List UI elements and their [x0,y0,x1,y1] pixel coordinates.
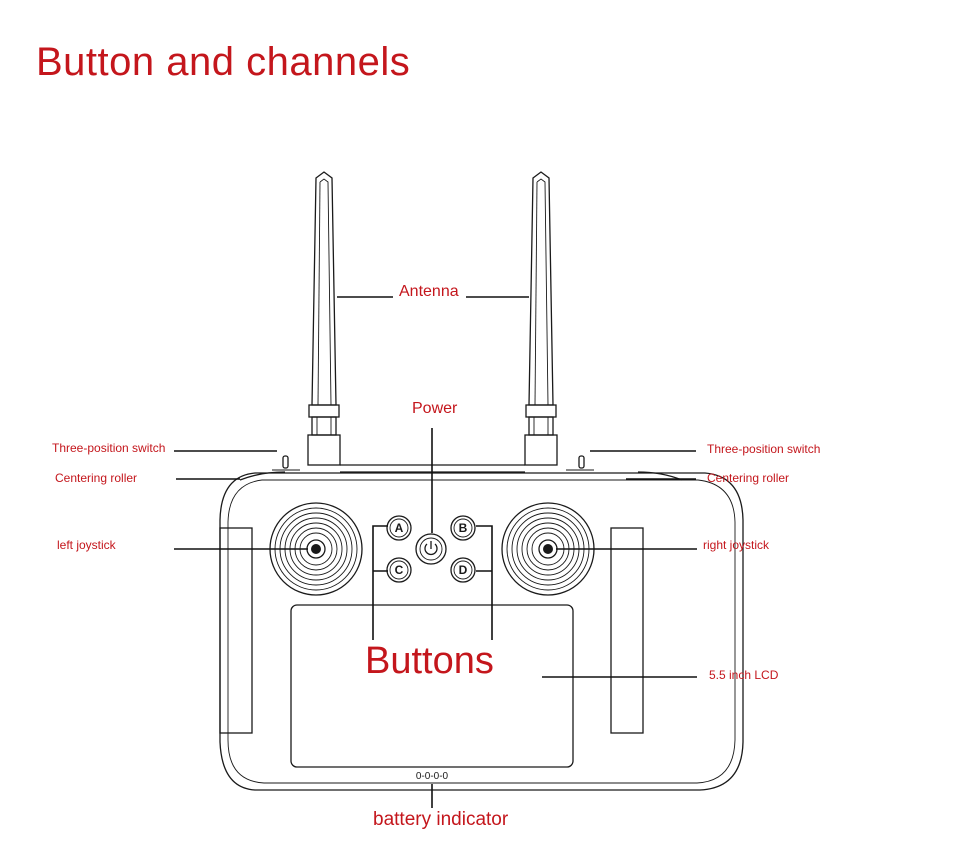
lcd-screen [290,604,574,768]
page-title: Button and channels [36,40,411,84]
right-antenna [524,171,558,466]
controller-body [219,472,744,791]
three-position-switch-right-label: Three-position switch [707,442,821,456]
buttons-label: Buttons [365,640,494,682]
button-d: D [450,557,476,583]
centering-roller-left-label: Centering roller [55,471,138,485]
button-a: A [386,515,412,541]
button-c: C [386,557,412,583]
three-position-switch-left-label: Three-position switch [52,441,166,455]
button-b-label: B [459,521,468,535]
power-label: Power [412,400,458,417]
battery-indicator-label: battery indicator [373,809,509,830]
centering-roller-right-label: Centering roller [707,471,790,485]
left-joystick-label: left joystick [57,538,116,552]
button-b: B [450,515,476,541]
left-antenna [307,171,341,466]
right-three-position-switch [566,455,594,471]
right-joystick-label: right joystick [703,538,770,552]
button-a-label: A [395,521,404,535]
button-c-label: C [395,563,404,577]
svg-text:0-0-0-0: 0-0-0-0 [416,771,449,782]
left-three-position-switch [272,455,300,471]
lcd-label: 5.5 inch LCD [709,668,779,682]
left-centering-roller [239,471,286,481]
button-d-label: D [459,563,468,577]
power-button [415,533,447,565]
power-icon [424,543,438,556]
battery-indicator-leds: 0-0-0-0 [416,771,449,782]
antenna-label: Antenna [399,283,459,300]
leader-lines [174,296,697,808]
